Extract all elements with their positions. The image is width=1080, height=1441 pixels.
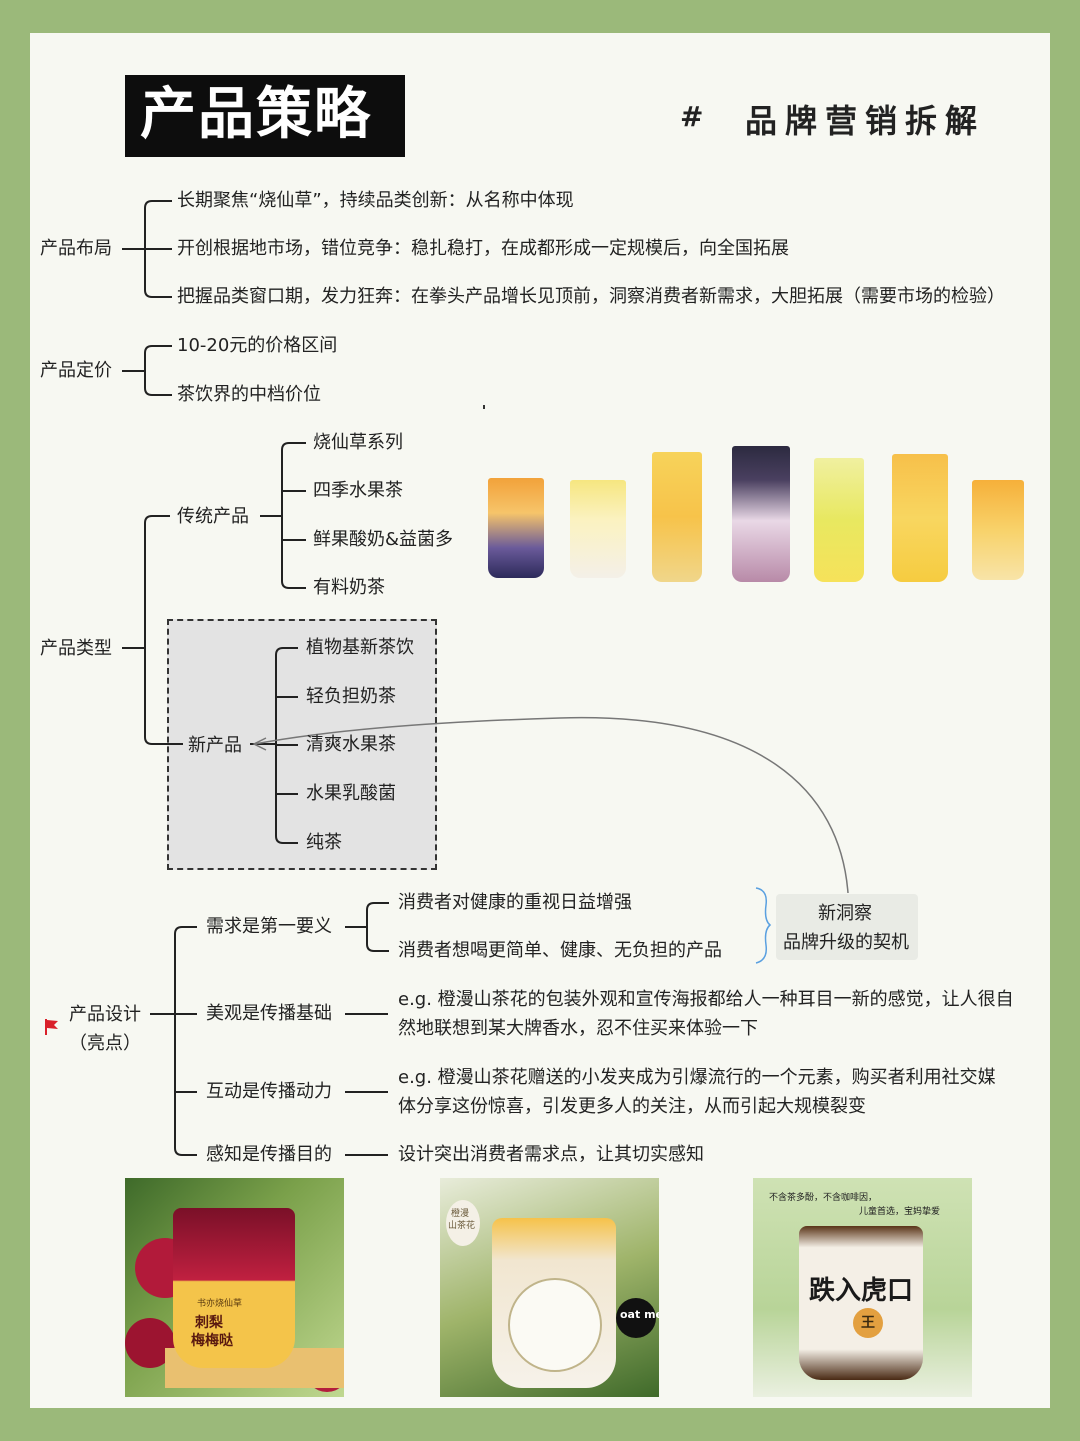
- section-label-types: 产品类型: [40, 638, 112, 659]
- new-products-highlight-box: [167, 619, 437, 870]
- traditional-products-label: 传统产品: [177, 506, 249, 527]
- tiger-slogan-line2: 儿童首选，宝妈挚爱: [859, 1207, 941, 1217]
- traditional-item: 烧仙草系列: [313, 432, 403, 453]
- insight-note-box: [776, 894, 918, 960]
- camellia-label-line1: 橙漫: [451, 1209, 470, 1219]
- bayberry-name-line1: 刺梨: [195, 1315, 223, 1331]
- bayberry-brand-text: 书亦烧仙草: [197, 1299, 243, 1309]
- design-branch-label: 感知是传播目的: [206, 1144, 332, 1165]
- traditional-item: 四季水果茶: [313, 480, 403, 501]
- design-example-text: 设计突出消费者需求点，让其切实感知: [398, 1144, 704, 1165]
- oatme-badge: oat me!: [620, 1308, 659, 1321]
- bayberry-name-line2: 梅梅哒: [191, 1333, 233, 1349]
- drink-lineup-image: [488, 440, 1033, 590]
- traditional-item: 鲜果酸奶&益菌多: [313, 529, 454, 550]
- insight-note-line2: 品牌升级的契机: [783, 932, 909, 953]
- section-label-pricing: 产品定价: [40, 360, 112, 381]
- new-product-item: 轻负担奶茶: [306, 686, 396, 707]
- page-title: 产品策略: [140, 82, 372, 147]
- bayberry-drink-photo: 书亦烧仙草 刺梨 梅梅哒: [125, 1178, 344, 1397]
- tiger-king-mark: 王: [861, 1315, 875, 1331]
- design-example-text: 体分享这份惊喜，引发更多人的关注，从而引起大规模裂变: [398, 1096, 866, 1117]
- demand-item: 消费者想喝更简单、健康、无负担的产品: [398, 940, 722, 961]
- design-example-text: 然地联想到某大牌香水，忍不住买来体验一下: [398, 1018, 758, 1039]
- red-flag-icon: [45, 1019, 58, 1035]
- design-example-text: e.g. 橙漫山茶花的包装外观和宣传海报都给人一种耳目一新的感觉，让人很自: [398, 989, 1014, 1010]
- section-label-design-sub: （亮点）: [69, 1033, 141, 1054]
- pricing-item: 茶饮界的中档价位: [177, 384, 321, 405]
- layout-item: 把握品类窗口期，发力狂奔：在拳头产品增长见顶前，洞察消费者新需求，大胆拓展（需要…: [177, 286, 1005, 307]
- design-branch-label: 需求是第一要义: [206, 916, 332, 937]
- new-products-label: 新产品: [188, 735, 242, 756]
- new-product-item: 纯茶: [306, 832, 342, 853]
- tiger-slogan-line1: 不含茶多酚，不含咖啡因，: [769, 1193, 878, 1203]
- hash-mark: #: [680, 100, 704, 133]
- new-product-item: 植物基新茶饮: [306, 637, 414, 658]
- pricing-item: 10-20元的价格区间: [177, 335, 338, 356]
- tiger-drink-name: 跌入虎口: [809, 1276, 914, 1306]
- section-label-layout: 产品布局: [40, 238, 112, 259]
- insight-note-line1: 新洞察: [818, 903, 872, 924]
- design-example-text: e.g. 橙漫山茶花赠送的小发夹成为引爆流行的一个元素，购买者利用社交媒: [398, 1067, 996, 1088]
- design-branch-label: 美观是传播基础: [206, 1003, 332, 1024]
- layout-item: 开创根据地市场，错位竞争：稳扎稳打，在成都形成一定规模后，向全国拓展: [177, 238, 789, 259]
- section-label-design: 产品设计: [69, 1004, 141, 1025]
- new-product-item: 水果乳酸菌: [306, 783, 396, 804]
- brand-heading: 品牌营销拆解: [745, 102, 986, 140]
- layout-item: 长期聚焦“烧仙草”，持续品类创新：从名称中体现: [177, 190, 574, 211]
- title-banner: [125, 75, 405, 157]
- new-product-item: 清爽水果茶: [306, 734, 396, 755]
- tiger-drink-photo: 不含茶多酚，不含咖啡因， 儿童首选，宝妈挚爱 跌入虎口 王: [753, 1178, 972, 1397]
- camellia-label-line2: 山茶花: [448, 1221, 476, 1231]
- design-branch-label: 互动是传播动力: [206, 1081, 332, 1102]
- camellia-drink-photo: 橙漫 山茶花 oat me!: [440, 1178, 659, 1397]
- demand-item: 消费者对健康的重视日益增强: [398, 892, 632, 913]
- traditional-item: 有料奶茶: [313, 577, 385, 598]
